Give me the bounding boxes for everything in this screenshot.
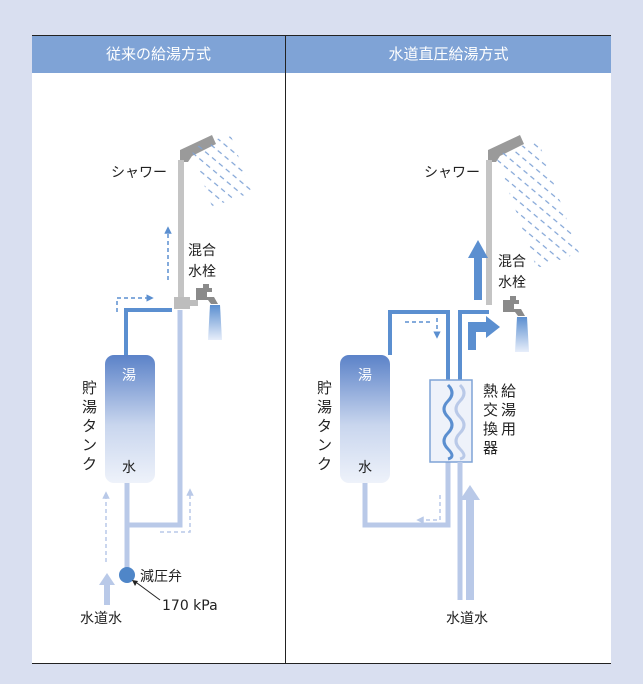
svg-text:ン: ン bbox=[317, 436, 332, 454]
right-shower-spray bbox=[495, 140, 580, 269]
right-shower-label: シャワー bbox=[424, 165, 480, 181]
svg-text:貯: 貯 bbox=[82, 379, 97, 397]
svg-text:湯: 湯 bbox=[82, 398, 97, 416]
right-faucet-spray bbox=[515, 317, 529, 352]
svg-text:熱: 熱 bbox=[483, 382, 498, 400]
svg-text:湯: 湯 bbox=[317, 398, 332, 416]
right-hot-right-arrow bbox=[468, 316, 500, 350]
left-faucet-label-1: 混合 bbox=[188, 243, 216, 259]
svg-text:ン: ン bbox=[82, 436, 97, 454]
left-water-label: 水道水 bbox=[80, 611, 122, 627]
svg-text:給: 給 bbox=[501, 382, 516, 400]
right-tank bbox=[340, 355, 390, 483]
left-tank-top-label: 湯 bbox=[122, 367, 136, 384]
svg-text:タ: タ bbox=[317, 417, 332, 435]
left-faucet-icon bbox=[196, 288, 218, 304]
right-faucet-icon bbox=[503, 300, 525, 316]
right-inlet-arrow bbox=[460, 485, 480, 600]
left-valve-label: 減圧弁 bbox=[140, 568, 182, 585]
svg-text:タ: タ bbox=[82, 417, 97, 435]
left-hot-pipe bbox=[124, 308, 172, 355]
left-shower-label: シャワー bbox=[111, 165, 167, 181]
right-water-label: 水道水 bbox=[446, 611, 488, 627]
left-faucet-label-2: 水栓 bbox=[188, 264, 216, 280]
left-pressure-label: 170 kPa bbox=[162, 598, 218, 614]
right-faucet-label-1: 混合 bbox=[498, 254, 526, 270]
svg-text:交: 交 bbox=[483, 401, 498, 419]
svg-text:用: 用 bbox=[501, 420, 516, 438]
svg-text:ク: ク bbox=[317, 455, 332, 473]
right-system bbox=[340, 135, 580, 600]
right-tank-bottom-label: 水 bbox=[358, 460, 372, 476]
svg-text:器: 器 bbox=[483, 439, 498, 457]
right-tank-top-label: 湯 bbox=[358, 367, 372, 384]
svg-text:貯: 貯 bbox=[317, 379, 332, 397]
left-shower-spray bbox=[190, 134, 252, 207]
left-tank bbox=[105, 355, 155, 483]
right-faucet-label-2: 水栓 bbox=[498, 275, 526, 291]
left-faucet-spray bbox=[208, 305, 222, 340]
svg-text:ク: ク bbox=[82, 455, 97, 473]
left-system bbox=[99, 134, 252, 605]
right-hot-pipe bbox=[388, 310, 450, 380]
left-inlet-arrow bbox=[99, 573, 115, 605]
right-hx-label: 給 湯 用 熱 交 換 器 bbox=[483, 382, 516, 457]
svg-text:換: 換 bbox=[483, 420, 498, 438]
right-header: 水道直圧給湯方式 bbox=[286, 36, 611, 73]
right-hot-up-arrow bbox=[468, 240, 488, 300]
panel-divider bbox=[285, 36, 286, 663]
left-tank-bottom-label: 水 bbox=[122, 460, 136, 476]
left-header: 従来の給湯方式 bbox=[32, 36, 285, 73]
left-pressure-pointer bbox=[136, 582, 161, 601]
right-tank-side-label: 貯 湯 タ ン ク bbox=[317, 379, 332, 473]
svg-text:湯: 湯 bbox=[501, 401, 516, 419]
left-tank-side-label: 貯 湯 タ ン ク bbox=[82, 379, 97, 473]
left-pressure-valve bbox=[119, 567, 135, 583]
